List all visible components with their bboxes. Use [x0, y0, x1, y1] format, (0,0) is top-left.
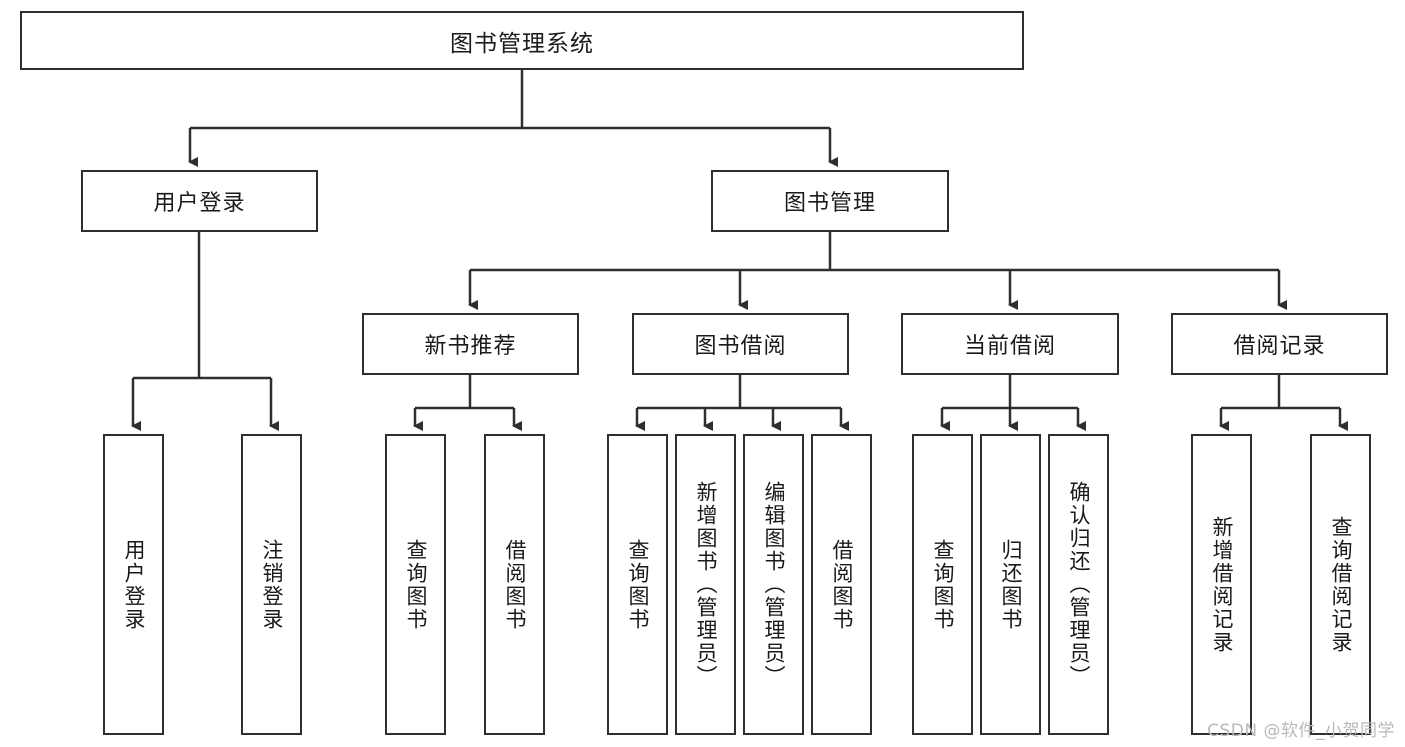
node-new-book-recommend-label: 新书推荐	[424, 334, 517, 359]
node-root[interactable]: 图书管理系统	[20, 11, 1024, 70]
leaf-user-login-label: 用户登录	[122, 538, 146, 631]
leaf-borrow-query-books-label: 查询图书	[626, 538, 650, 631]
node-book-management[interactable]: 图书管理	[711, 170, 949, 232]
leaf-current-confirm-return-admin[interactable]: 确认归还（管理员）	[1048, 434, 1109, 735]
node-book-borrow-label: 图书借阅	[694, 334, 787, 359]
leaf-borrow-add-book-admin[interactable]: 新增图书（管理员）	[675, 434, 736, 735]
leaf-records-query-record[interactable]: 查询借阅记录	[1310, 434, 1371, 735]
leaf-newbook-borrow-books-label: 借阅图书	[503, 538, 527, 631]
leaf-current-return-books[interactable]: 归还图书	[980, 434, 1041, 735]
leaf-user-login[interactable]: 用户登录	[103, 434, 164, 735]
leaf-records-add-record-label: 新增借阅记录	[1210, 515, 1234, 654]
leaf-logout[interactable]: 注销登录	[241, 434, 302, 735]
leaf-borrow-query-books[interactable]: 查询图书	[607, 434, 668, 735]
leaf-records-add-record[interactable]: 新增借阅记录	[1191, 434, 1252, 735]
leaf-borrow-edit-book-admin[interactable]: 编辑图书（管理员）	[743, 434, 804, 735]
leaf-logout-label: 注销登录	[260, 538, 284, 631]
leaf-borrow-edit-book-admin-label: 编辑图书（管理员）	[762, 481, 786, 688]
node-current-borrow-label: 当前借阅	[963, 334, 1056, 359]
node-user-login-label: 用户登录	[153, 191, 246, 216]
leaf-current-return-books-label: 归还图书	[999, 538, 1023, 631]
node-user-login[interactable]: 用户登录	[81, 170, 318, 232]
leaf-current-query-books[interactable]: 查询图书	[912, 434, 973, 735]
node-current-borrow[interactable]: 当前借阅	[901, 313, 1119, 375]
node-root-label: 图书管理系统	[450, 30, 594, 57]
node-book-management-label: 图书管理	[783, 191, 876, 216]
leaf-borrow-add-book-admin-label: 新增图书（管理员）	[694, 481, 718, 688]
leaf-current-confirm-return-admin-label: 确认归还（管理员）	[1067, 481, 1091, 688]
leaf-records-query-record-label: 查询借阅记录	[1329, 515, 1353, 654]
node-new-book-recommend[interactable]: 新书推荐	[362, 313, 579, 375]
leaf-newbook-query-books[interactable]: 查询图书	[385, 434, 446, 735]
leaf-borrow-borrow-books[interactable]: 借阅图书	[811, 434, 872, 735]
leaf-newbook-borrow-books[interactable]: 借阅图书	[484, 434, 545, 735]
node-borrow-records-label: 借阅记录	[1233, 334, 1326, 359]
watermark-text: CSDN @软件_小贺同学	[1207, 721, 1395, 741]
leaf-current-query-books-label: 查询图书	[931, 538, 955, 631]
node-borrow-records[interactable]: 借阅记录	[1171, 313, 1388, 375]
leaf-newbook-query-books-label: 查询图书	[404, 538, 428, 631]
node-book-borrow[interactable]: 图书借阅	[632, 313, 849, 375]
leaf-borrow-borrow-books-label: 借阅图书	[830, 538, 854, 631]
